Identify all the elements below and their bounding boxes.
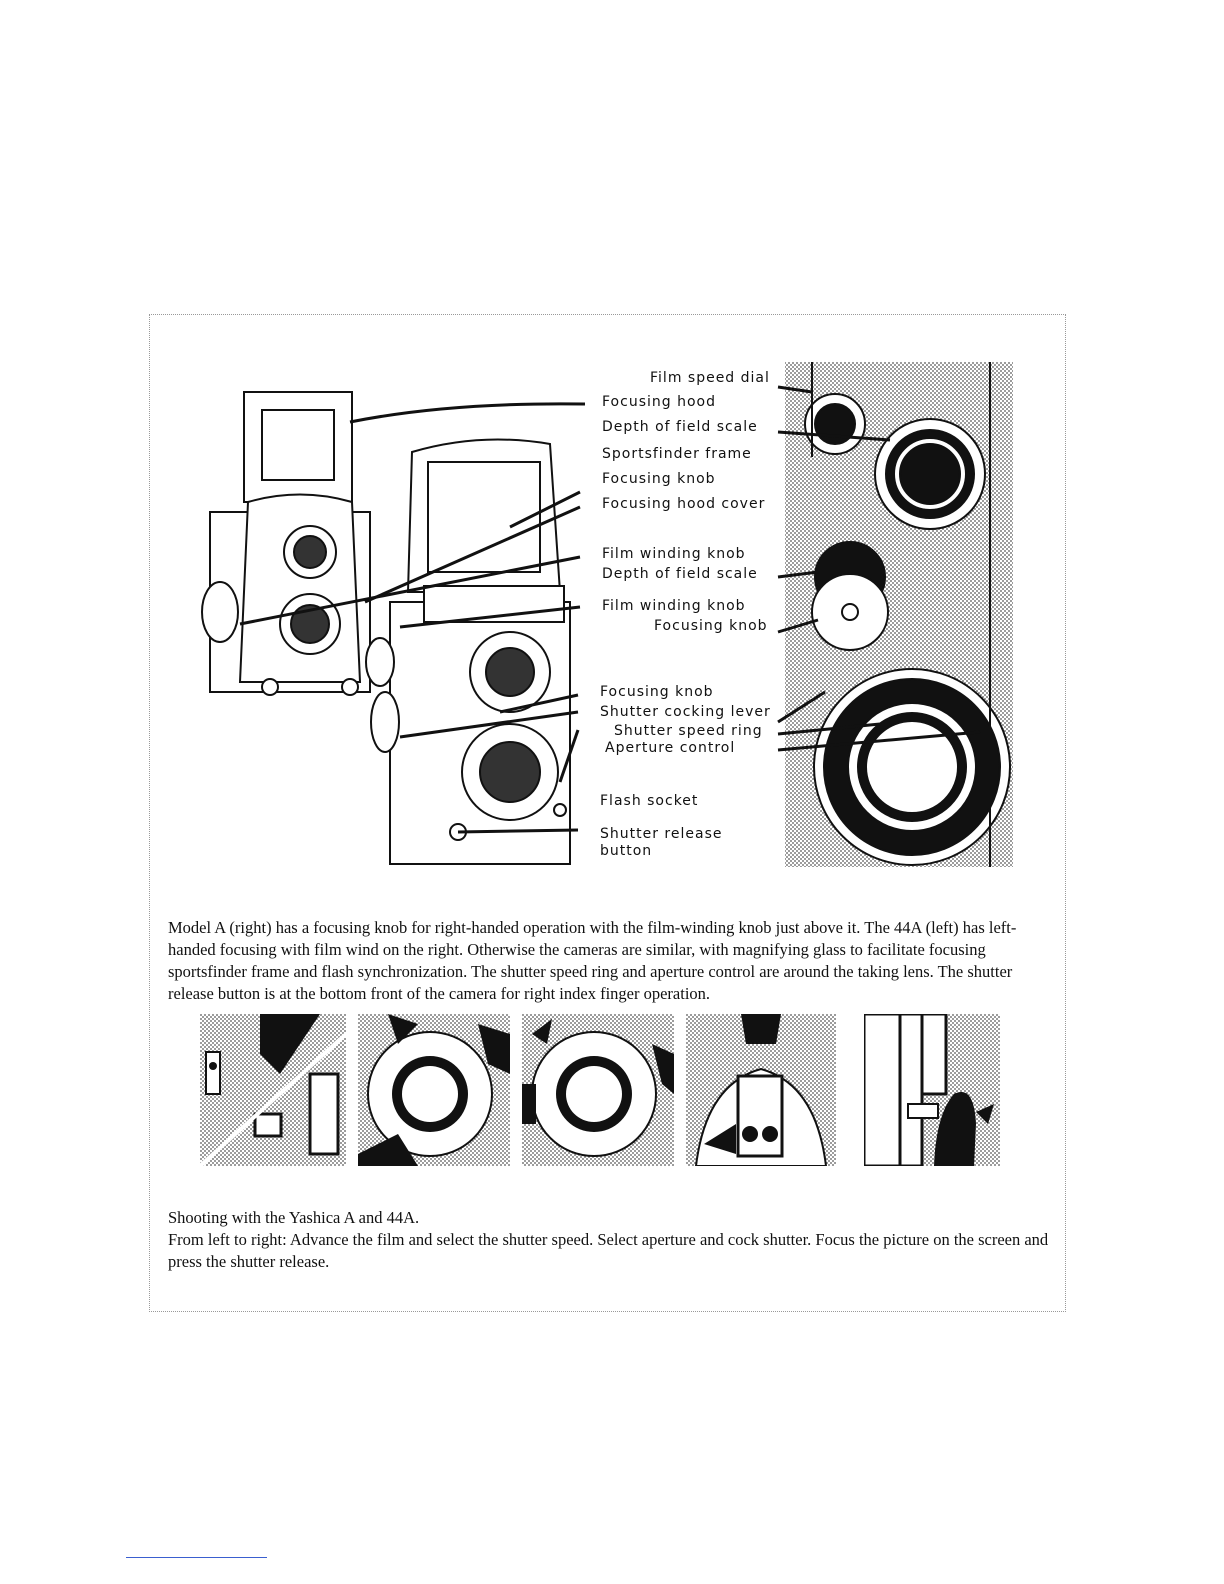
caption-shooting-title: Shooting with the Yashica A and 44A. <box>168 1208 420 1227</box>
caption-main: Model A (right) has a focusing knob for … <box>168 917 1017 1003</box>
label-shutter-cocking-lever: Shutter cocking lever <box>600 704 771 720</box>
camera-diagram-figure: Film speed dial Focusing hood Depth of f… <box>200 362 1020 872</box>
label-sportsfinder-frame: Sportsfinder frame <box>602 446 752 462</box>
label-film-winding-knob: Film winding knob <box>602 546 746 562</box>
step-image-focus-screen <box>686 1014 836 1166</box>
label-film-speed-dial: Film speed dial <box>650 370 770 386</box>
caption-shooting-body: From left to right: Advance the film and… <box>168 1230 1049 1271</box>
label-aperture-control: Aperture control <box>605 740 736 756</box>
caption-shooting: Shooting with the Yashica A and 44A. Fro… <box>168 1207 1053 1273</box>
label-shutter-speed-ring: Shutter speed ring <box>614 723 763 739</box>
label-film-winding-knob-2: Film winding knob <box>602 598 746 614</box>
label-focusing-hood: Focusing hood <box>602 394 716 410</box>
label-shutter-release: Shutter release <box>600 826 723 842</box>
detail-panel <box>785 362 1013 867</box>
leader-lines <box>239 402 586 834</box>
label-focusing-knob-2: Focusing knob <box>654 618 768 634</box>
step-image-press-release <box>864 1014 1000 1166</box>
label-focusing-knob-3: Focusing knob <box>600 684 714 700</box>
step-image-advance-film <box>200 1014 346 1166</box>
camera-illustration <box>201 362 1013 867</box>
content-frame <box>149 314 1066 1312</box>
label-focusing-hood-cover: Focusing hood cover <box>602 496 766 512</box>
camera-44a-drawing <box>201 391 371 696</box>
footnote-separator <box>126 1557 267 1558</box>
label-shutter-release-button: button <box>600 843 653 859</box>
detail-leader-lines <box>777 385 981 752</box>
step-image-select-shutter-speed <box>358 1014 510 1166</box>
step-image-select-aperture <box>522 1014 674 1166</box>
label-depth-of-field-scale: Depth of field scale <box>602 419 758 435</box>
camera-model-a-drawing <box>365 438 571 865</box>
label-flash-socket: Flash socket <box>600 793 699 809</box>
label-focusing-knob: Focusing knob <box>602 471 716 487</box>
label-depth-of-field-scale-2: Depth of field scale <box>602 566 758 582</box>
